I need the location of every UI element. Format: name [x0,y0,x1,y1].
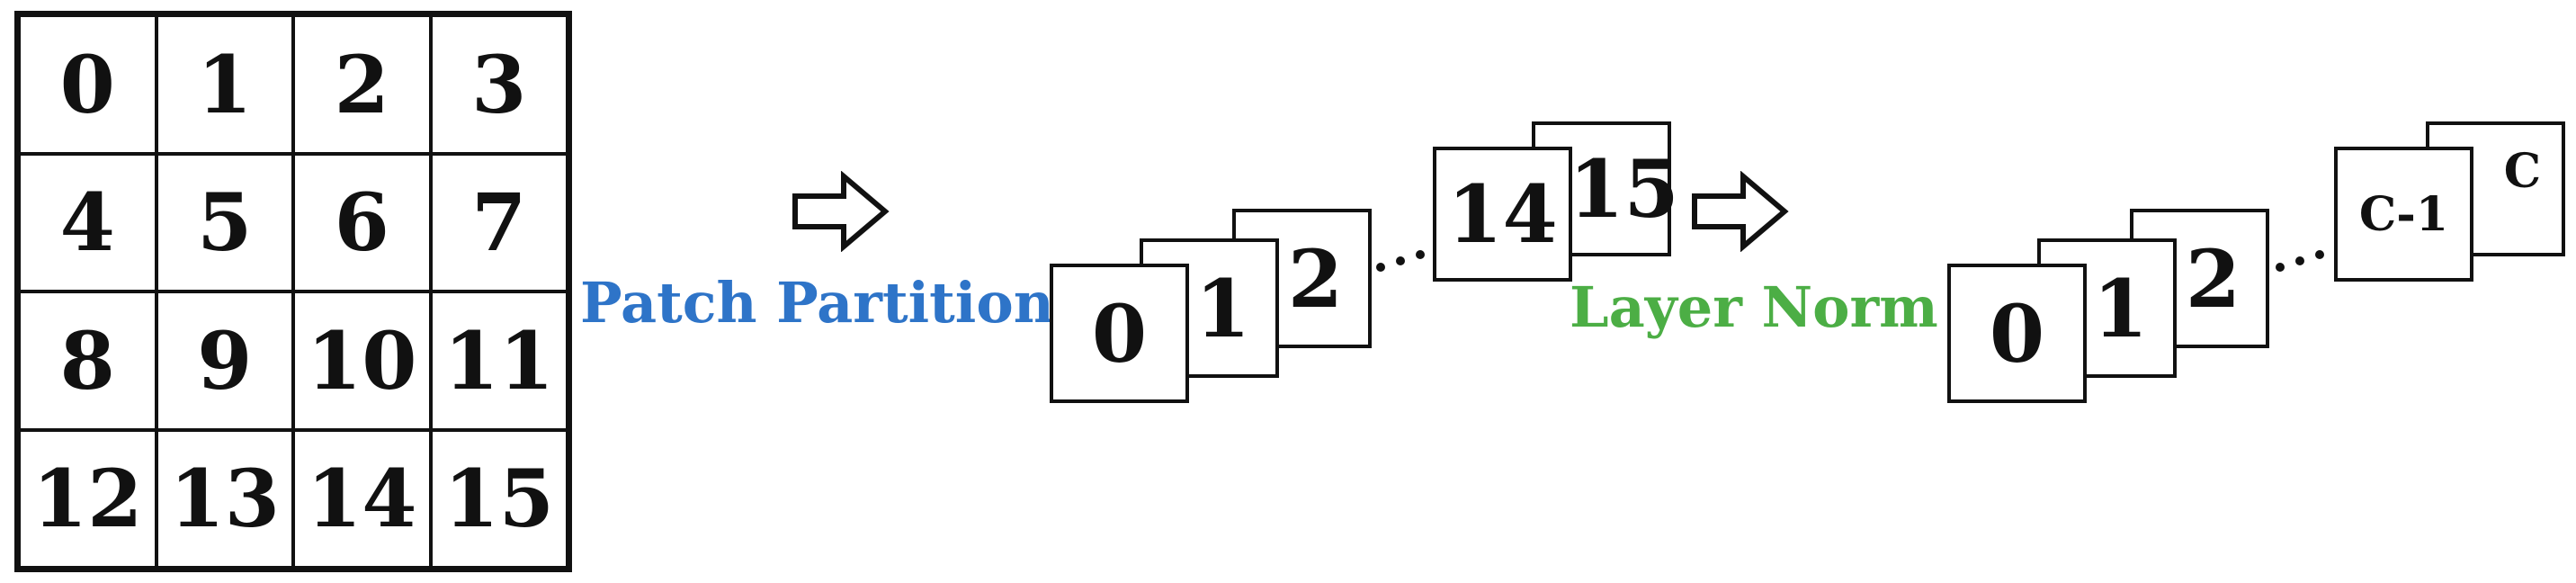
grid-cell: 2 [293,15,431,154]
grid-cell: 15 [430,429,568,568]
grid-cell: 3 [430,15,568,154]
grid-cell: 12 [19,429,157,568]
grid-cell: 13 [156,429,293,568]
right-arrow-icon [792,171,890,252]
layer-norm-label: Layer Norm [1570,274,1938,340]
grid-cell: 0 [19,15,157,154]
patch-square: 1 [1140,238,1279,378]
grid-cell: 1 [156,15,293,154]
normalized-square: C-1 [2334,147,2473,282]
grid-cell: 11 [430,292,568,430]
patch-square: 0 [1050,264,1189,403]
grid-cell: 7 [430,153,568,292]
grid-cell: 6 [293,153,431,292]
right-arrow-icon [1692,171,1789,252]
ellipsis-dots [2276,250,2324,272]
patch-partition-label: Patch Partition [580,270,1054,336]
ellipsis-dots [1376,250,1425,272]
normalized-square: 0 [1947,264,2087,403]
grid-cell: 9 [156,292,293,430]
grid-cell: 10 [293,292,431,430]
grid-cell: 8 [19,292,157,430]
grid-cell: 4 [19,153,157,292]
grid-cell: 14 [293,429,431,568]
patch-grid: 0 1 2 3 4 5 6 7 8 9 10 11 12 13 14 15 [14,11,572,572]
patch-square: 14 [1433,147,1572,282]
grid-cell: 5 [156,153,293,292]
